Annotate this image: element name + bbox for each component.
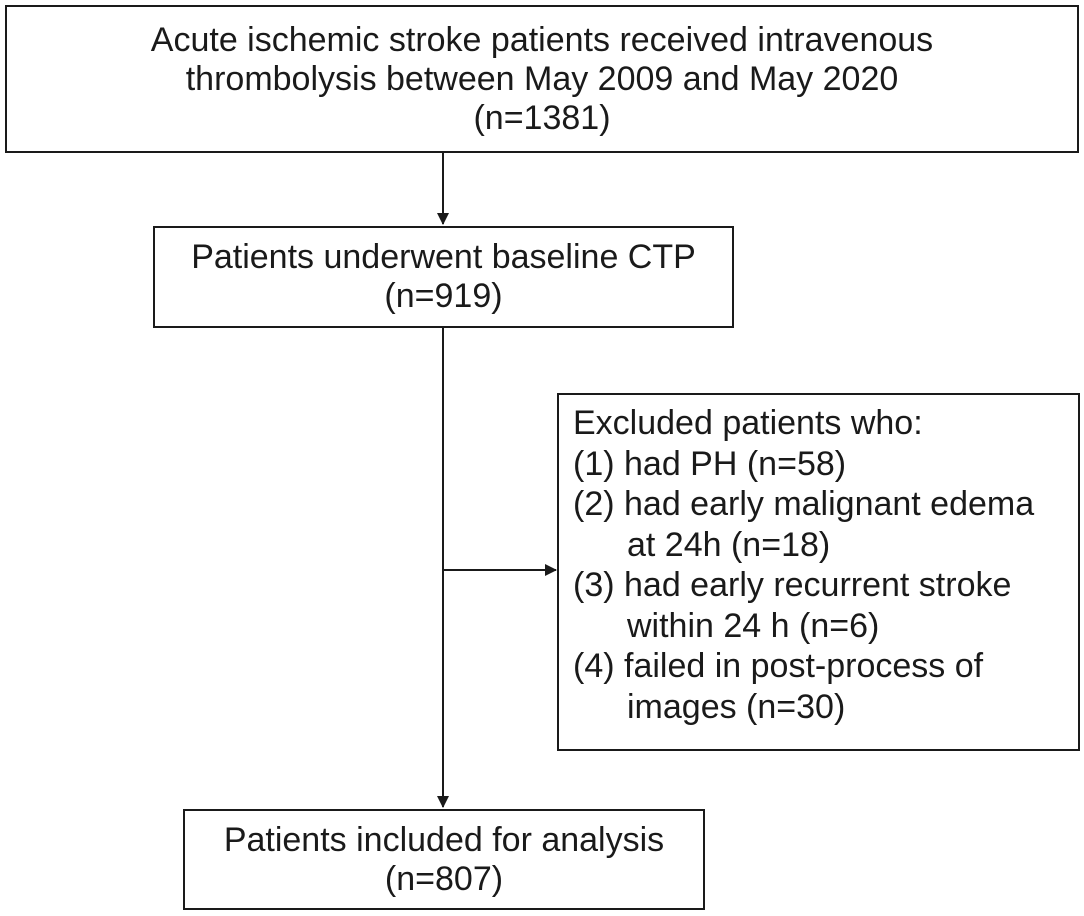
exclusion-item-4: (4) failed in post-process of	[573, 647, 984, 685]
initial-cohort-line-2: thrombolysis between May 2009 and May 20…	[185, 59, 899, 98]
exclusion-item-3: (3) had early recurrent stroke	[573, 566, 1012, 604]
exclusion-item-3-continued: within 24 h (n=6)	[627, 606, 880, 645]
box-final-analysis: Patients included for analysis (n=807)	[183, 809, 705, 910]
exclusion-item-1: (1) had PH (n=58)	[573, 444, 847, 483]
exclusion-item-2-continued: at 24h (n=18)	[627, 525, 831, 564]
exclusion-item-4-continued: images (n=30)	[627, 687, 846, 726]
final-analysis-label: Patients included for analysis	[223, 820, 665, 859]
initial-cohort-line-1: Acute ischemic stroke patients received …	[150, 20, 934, 59]
box-initial-cohort: Acute ischemic stroke patients received …	[5, 5, 1079, 153]
box-baseline-ctp: Patients underwent baseline CTP (n=919)	[153, 226, 734, 328]
exclusion-heading: Excluded patients who:	[573, 404, 923, 442]
initial-cohort-count: (n=1381)	[473, 98, 611, 137]
final-analysis-count: (n=807)	[384, 859, 504, 898]
exclusion-item-2: (2) had early malignant edema	[573, 485, 1035, 523]
box-exclusions: Excluded patients who: (1) had PH (n=58)…	[557, 393, 1080, 751]
baseline-ctp-count: (n=919)	[384, 277, 503, 315]
baseline-ctp-label: Patients underwent baseline CTP	[191, 238, 696, 276]
